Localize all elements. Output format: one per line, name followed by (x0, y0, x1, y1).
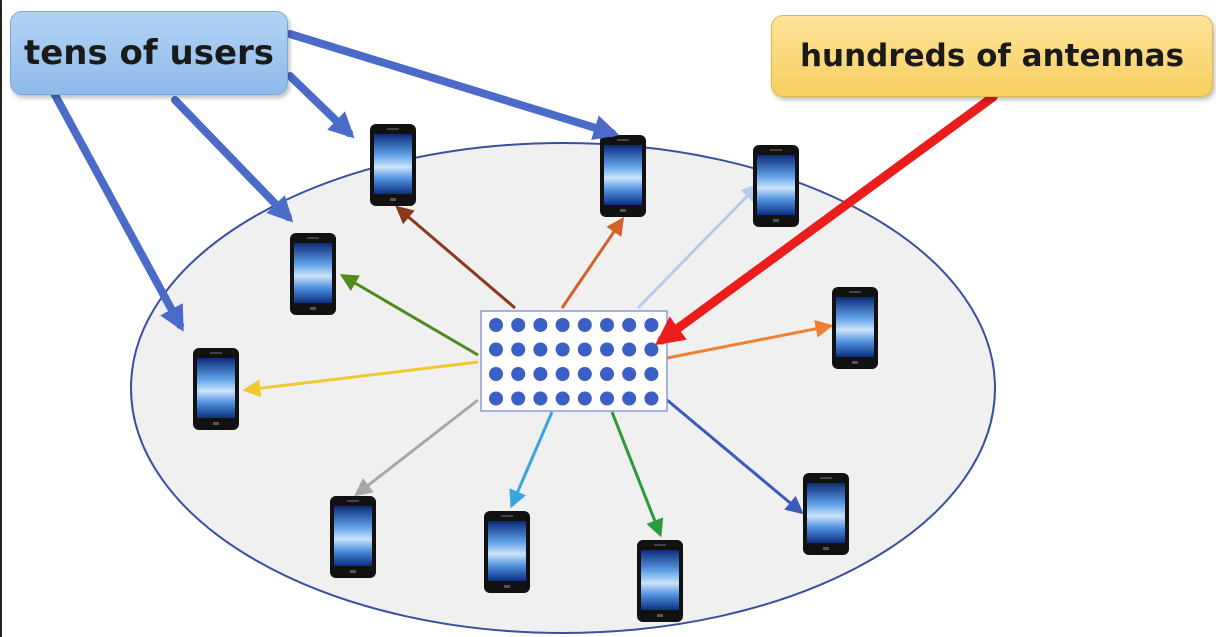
link-arrow-yellow (242, 360, 479, 398)
antenna-element (600, 367, 614, 381)
phone-icon (803, 473, 849, 555)
link-arrow-light-blue (636, 183, 760, 310)
phone-icon (832, 287, 878, 369)
user-pointer-arrow-3 (171, 96, 294, 223)
antenna-element (555, 367, 570, 381)
link-arrow-bright-orange (666, 319, 834, 360)
antenna-element (644, 391, 659, 406)
hundreds-of-antennas-callout: hundreds of antennas (771, 15, 1213, 97)
antenna-element (533, 391, 548, 406)
antenna-element (511, 391, 526, 406)
link-arrows (242, 183, 834, 538)
phone-icon (753, 145, 799, 227)
antenna-array (480, 310, 668, 412)
antenna-element (577, 367, 592, 381)
link-arrow-sky-blue (509, 411, 554, 509)
user-pointer-arrow-1 (286, 30, 620, 140)
antenna-element (600, 342, 614, 357)
antenna-element (600, 391, 614, 406)
phone-icon (637, 540, 683, 622)
antenna-element (600, 318, 614, 332)
link-arrow-gray (354, 398, 479, 497)
user-pointer-arrow-2 (286, 72, 355, 139)
user-pointer-arrow-4 (51, 91, 184, 332)
antenna-element (533, 367, 548, 381)
antenna-element (622, 391, 637, 406)
link-arrow-dark-green (339, 274, 479, 357)
antenna-element (622, 367, 637, 381)
antenna-element (644, 367, 659, 381)
antenna-element (622, 318, 637, 332)
antenna-element (533, 342, 548, 357)
antenna-element (577, 342, 592, 357)
phone-icon (193, 348, 239, 430)
antenna-dots (489, 318, 659, 406)
antenna-element (489, 342, 503, 357)
phone-icon (600, 135, 646, 217)
user-pointer-arrows (51, 30, 620, 332)
antenna-element (511, 367, 526, 381)
antenna-element (489, 391, 503, 406)
link-arrow-navy (666, 398, 804, 515)
antenna-array-frame (480, 310, 668, 412)
left-border-line (0, 0, 2, 637)
phone-icon (330, 496, 376, 578)
phone-icon (370, 124, 416, 206)
link-arrow-green (610, 411, 664, 538)
antenna-element (489, 318, 503, 332)
antenna-element (555, 391, 570, 406)
antenna-element (555, 318, 570, 332)
user-phones (193, 124, 878, 622)
tens-of-users-label: tens of users (23, 33, 275, 73)
antenna-element (511, 342, 526, 357)
phone-icon (484, 511, 530, 593)
antenna-element (555, 342, 570, 357)
antenna-pointer-arrow (655, 92, 998, 346)
link-arrow-orange (560, 217, 625, 309)
antenna-element (577, 391, 592, 406)
antenna-element (622, 342, 637, 357)
antenna-element (644, 342, 659, 357)
link-arrow-brown (395, 205, 516, 310)
antenna-element (489, 367, 503, 381)
antenna-element (644, 318, 659, 332)
antenna-element (577, 318, 592, 332)
tens-of-users-callout: tens of users (10, 11, 288, 95)
antenna-element (533, 318, 548, 332)
hundreds-of-antennas-label: hundreds of antennas (799, 38, 1185, 74)
antenna-element (511, 318, 526, 332)
phone-icon (290, 233, 336, 315)
